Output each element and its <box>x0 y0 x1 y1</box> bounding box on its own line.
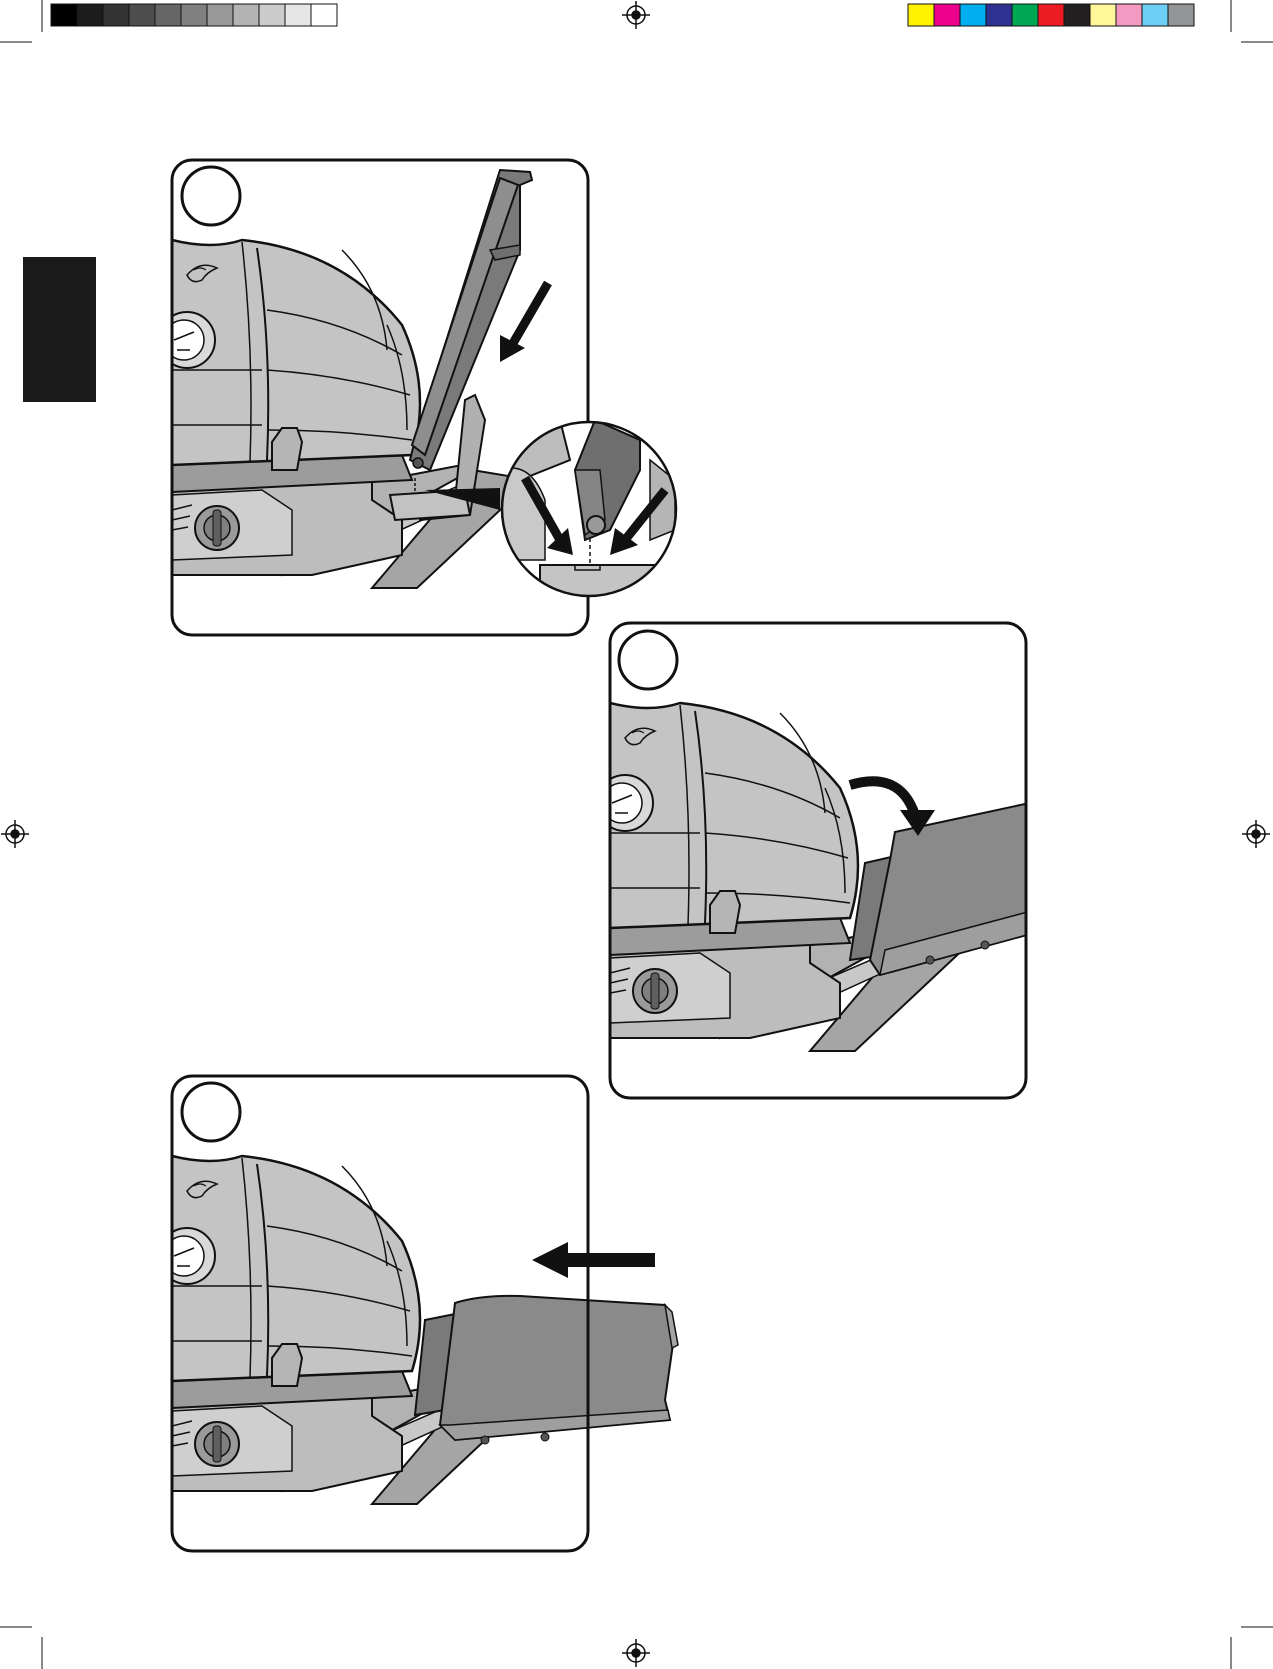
step-2-number <box>618 630 678 690</box>
step-1-detail-view <box>500 420 680 600</box>
registration-mark-left-icon <box>1 820 29 848</box>
step-1-panel <box>159 160 680 635</box>
step-3-number <box>181 1082 241 1142</box>
step-3-panel <box>159 1076 678 1551</box>
registration-mark-right-icon <box>1242 820 1270 848</box>
side-shelf <box>850 790 1118 975</box>
side-shelf <box>415 1296 678 1444</box>
color-calibration-bar <box>908 4 1194 26</box>
registration-mark-bottom-icon <box>622 1639 650 1667</box>
step-2-panel <box>597 623 1118 1098</box>
arrow-left-icon <box>532 1242 655 1278</box>
arrow-down-left-icon <box>500 283 548 362</box>
grayscale-calibration-bar <box>51 4 337 26</box>
registration-mark-top-icon <box>622 1 650 29</box>
language-tab <box>23 257 96 402</box>
curved-arrow-icon <box>850 781 935 836</box>
step-1-number <box>181 166 241 226</box>
